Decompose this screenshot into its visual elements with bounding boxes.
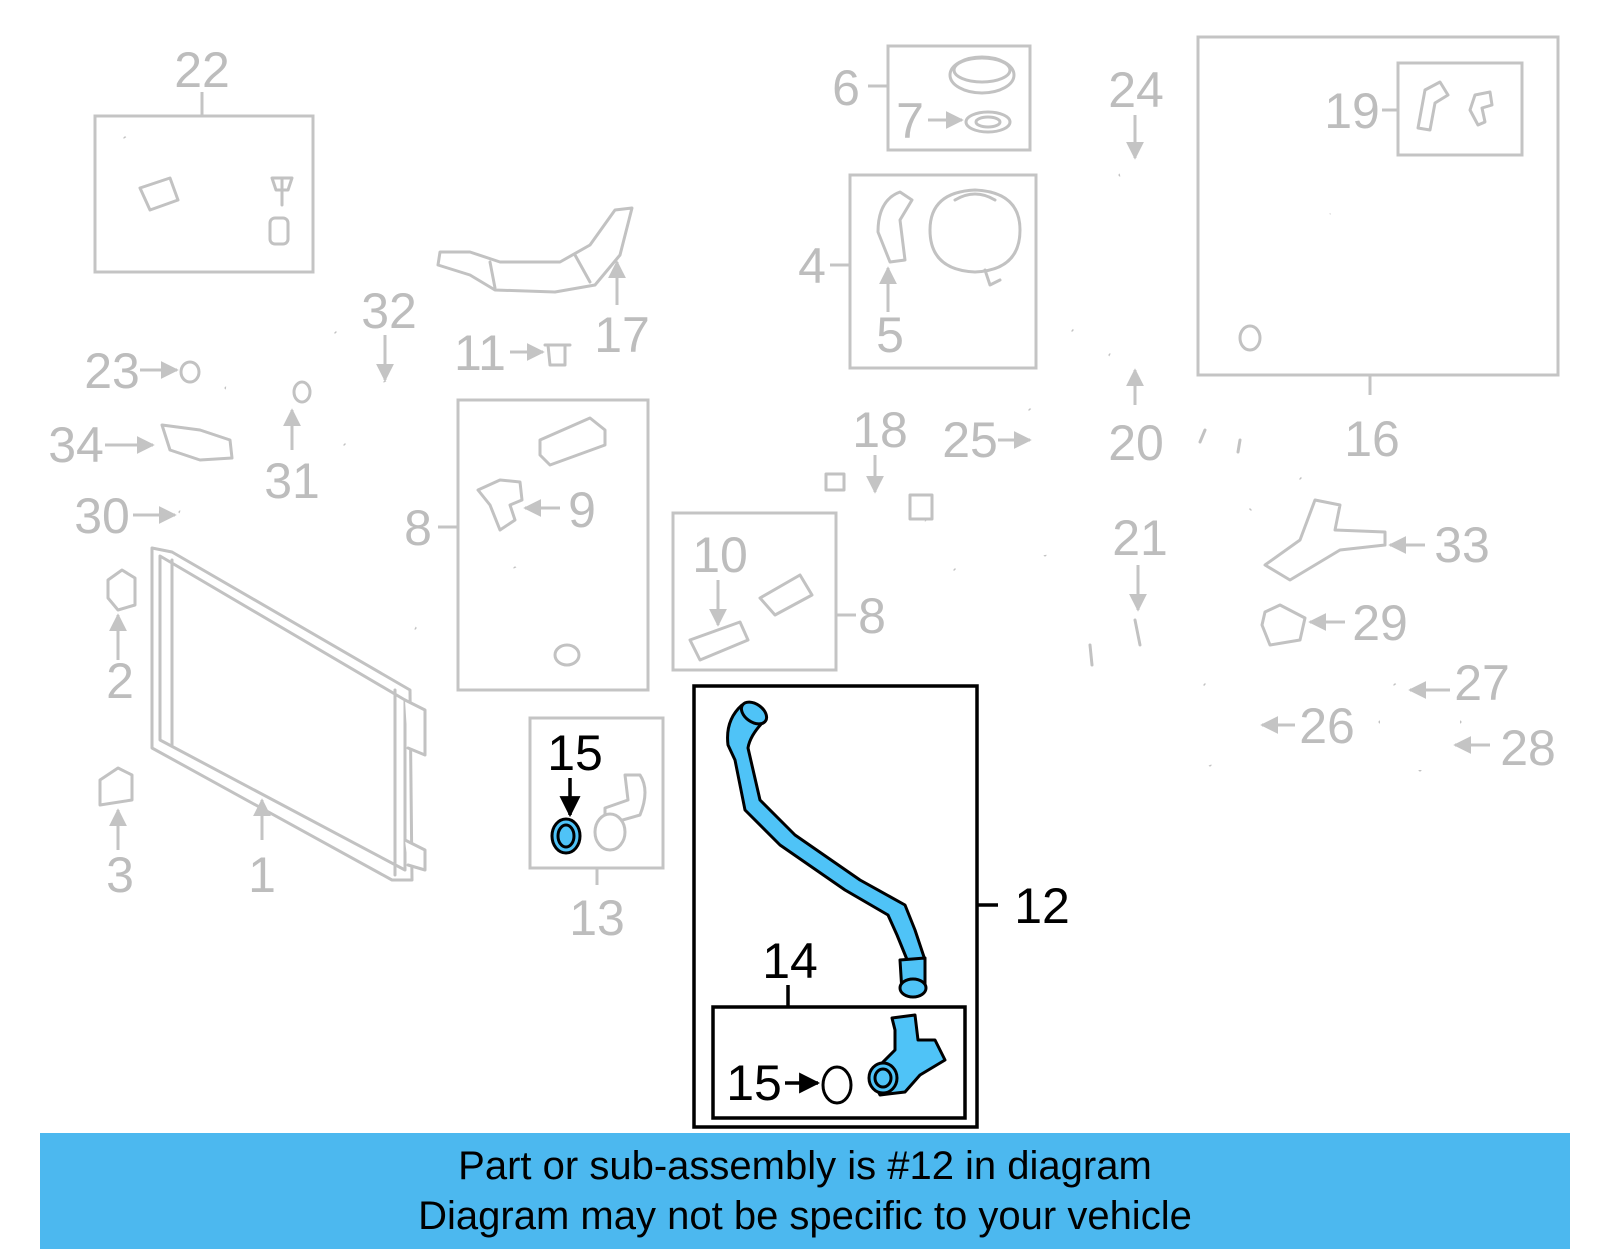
callout-19: 19 (1324, 83, 1380, 139)
part-29: 29 (1260, 595, 1408, 651)
part-24: 24 (1054, 62, 1170, 334)
part-16-group: 19 16 (1196, 35, 1560, 467)
coolant-hose-part-12 (726, 703, 927, 964)
callout-23: 23 (84, 343, 140, 399)
callout-3: 3 (106, 847, 134, 903)
callout-31: 31 (264, 453, 320, 509)
part-18: 18 (824, 402, 934, 522)
part-30: 30 (74, 488, 418, 632)
callout-34: 34 (48, 417, 104, 473)
callout-4: 4 (798, 238, 826, 294)
callout-2: 2 (106, 653, 134, 709)
callout-28: 28 (1500, 720, 1556, 776)
callout-11: 11 (454, 325, 506, 381)
part-6-group: 6 7 (832, 44, 1032, 152)
callout-9: 9 (568, 482, 596, 538)
callout-15-bottom: 15 (726, 1055, 782, 1111)
part-27-28: 27 28 (1378, 655, 1556, 776)
callout-10: 10 (692, 527, 748, 583)
callout-13: 13 (569, 890, 625, 946)
callout-8a: 8 (404, 500, 432, 556)
callout-14: 14 (762, 933, 818, 989)
part-23: 23 (84, 316, 339, 399)
callout-16: 16 (1344, 411, 1400, 467)
part-2: 2 (106, 568, 137, 709)
part-25: 25 (942, 407, 1049, 557)
callout-32: 32 (361, 283, 417, 339)
part-12-group: 12 14 15 (692, 684, 1070, 1129)
callout-26: 26 (1299, 698, 1355, 754)
part-8-group-a: 8 9 (404, 398, 650, 692)
callout-7: 7 (896, 93, 924, 149)
callout-27: 27 (1454, 655, 1510, 711)
part-31: 31 (224, 380, 320, 509)
part-13-group: 15 13 (528, 716, 665, 946)
part-32: 32 (341, 283, 437, 472)
banner-line-2: Diagram may not be specific to your vehi… (418, 1194, 1192, 1238)
part-26: 26 (1195, 682, 1355, 767)
part-3: 3 (98, 766, 134, 903)
callout-30: 30 (74, 488, 130, 544)
part-20: 20 (1108, 353, 1302, 480)
callout-12: 12 (1014, 878, 1070, 934)
part-1-radiator: 1 (150, 546, 427, 903)
callout-33: 33 (1434, 517, 1490, 573)
callout-25: 25 (942, 412, 998, 468)
callout-29: 29 (1352, 595, 1408, 651)
part-34: 34 (48, 417, 234, 473)
info-banner: Part or sub-assembly is #12 in diagram D… (40, 1133, 1570, 1249)
callout-22: 22 (174, 42, 230, 98)
callout-18: 18 (852, 402, 908, 458)
callout-8b: 8 (858, 588, 886, 644)
callout-21: 21 (1112, 510, 1168, 566)
part-21: 21 (953, 508, 1252, 667)
part-33: 33 (1263, 498, 1490, 582)
part-17: 17 (436, 206, 650, 363)
callout-17: 17 (594, 307, 650, 363)
part-4-group: 4 5 (798, 173, 1038, 370)
part-22-group: 22 (93, 42, 315, 274)
callout-15-top: 15 (547, 725, 603, 781)
banner-line-1: Part or sub-assembly is #12 in diagram (458, 1144, 1152, 1188)
callout-20: 20 (1108, 415, 1164, 471)
callout-5: 5 (876, 307, 904, 363)
part-11: 11 (454, 325, 572, 381)
part-8-group-b: 10 8 (671, 511, 886, 672)
callout-24: 24 (1108, 62, 1164, 118)
callout-1: 1 (248, 847, 276, 903)
callout-6: 6 (832, 60, 860, 116)
